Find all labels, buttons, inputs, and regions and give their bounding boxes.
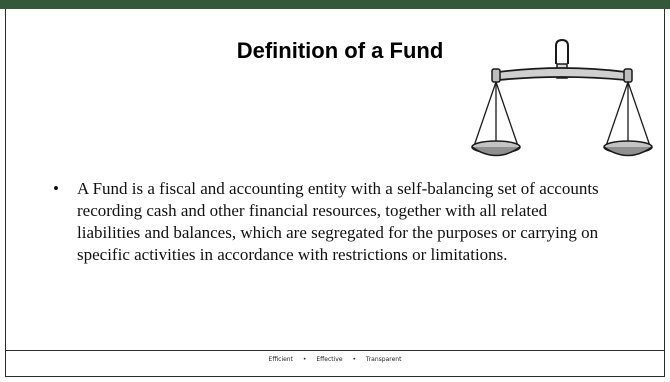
- footer-tagline: Efficient • Effective • Transparent: [0, 355, 670, 365]
- bullet-list: • A Fund is a fiscal and accounting enti…: [53, 178, 613, 266]
- footer-item-transparent: Transparent: [365, 356, 402, 363]
- balance-scale-icon: [471, 38, 653, 157]
- bullet-item: • A Fund is a fiscal and accounting enti…: [53, 178, 613, 266]
- footer-separator: •: [302, 356, 307, 363]
- top-accent-bar: [0, 0, 670, 9]
- footer-item-effective: Effective: [316, 356, 343, 363]
- slide-title: Definition of a Fund: [236, 38, 444, 63]
- footer-item-efficient: Efficient: [268, 356, 293, 363]
- bullet-dot: •: [53, 179, 59, 198]
- slide-frame: [5, 9, 665, 377]
- bullet-text: A Fund is a fiscal and accounting entity…: [77, 179, 599, 264]
- footer-divider: [5, 350, 665, 351]
- footer-separator: •: [352, 356, 356, 363]
